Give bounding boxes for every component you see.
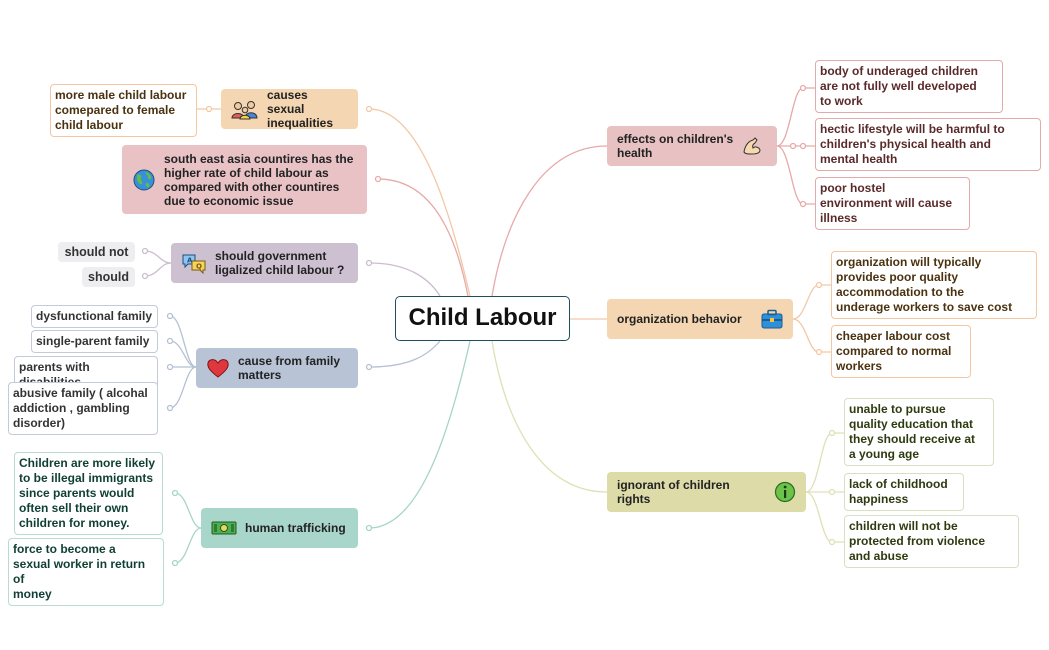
people-icon: [231, 98, 259, 120]
link-central-sea: [377, 178, 469, 297]
leaf-health-2-text: hectic lifestyle will be harmful to chil…: [820, 122, 1005, 166]
branch-trafficking-label: human trafficking: [245, 521, 346, 535]
leaf-family-2[interactable]: single-parent family: [31, 330, 158, 353]
leaf-rights-3-text: children will not be protected from viol…: [849, 519, 986, 563]
link-central-health: [491, 145, 608, 297]
leaf-organization-2[interactable]: cheaper labour cost compared to normal w…: [831, 325, 971, 378]
leaf-health-1-text: body of underaged children are not fully…: [820, 64, 979, 108]
leaf-trafficking-1[interactable]: Children are more likely to be illegal i…: [14, 452, 163, 535]
branch-health[interactable]: effects on children's health: [607, 126, 777, 166]
link-central-sexual: [368, 108, 471, 297]
globe-icon: [132, 168, 156, 192]
link-central-rights: [491, 340, 608, 493]
branch-south-east-asia-label: south east asia countires has the higher…: [164, 151, 354, 208]
leaf-trafficking-2[interactable]: force to become a sexual worker in retur…: [8, 538, 164, 606]
branch-health-label: effects on children's health: [617, 132, 734, 160]
svg-text:Q: Q: [196, 263, 202, 271]
briefcase-icon: [761, 309, 783, 329]
link-central-family: [368, 340, 441, 368]
leaf-rights-1[interactable]: unable to pursue quality education that …: [844, 398, 994, 466]
leaf-government-2[interactable]: should: [82, 267, 135, 287]
leaf-organization-1-text: organization will typically provides poo…: [836, 255, 1013, 314]
leaf-family-1-text: dysfunctional family: [36, 309, 153, 323]
leaf-rights-2-text: lack of childhood happiness: [849, 477, 948, 506]
leaf-trafficking-2-text: force to become a sexual worker in retur…: [13, 542, 146, 601]
leaf-health-3-text: poor hostel environment will cause illne…: [820, 181, 953, 225]
leaf-sexual-1[interactable]: more male child labour comepared to fema…: [50, 84, 197, 137]
leaf-government-1-text: should not: [64, 245, 129, 259]
money-icon: [211, 519, 237, 537]
info-icon: [774, 481, 796, 503]
leaf-health-3[interactable]: poor hostel environment will cause illne…: [815, 177, 970, 230]
branch-sexual-inequalities[interactable]: causes sexual inequalities: [221, 88, 358, 130]
flexed-arm-icon: [741, 135, 763, 157]
link-central-government: [368, 262, 441, 297]
leaf-organization-1[interactable]: organization will typically provides poo…: [831, 251, 1037, 319]
branch-government-label: should government ligalized child labour…: [215, 249, 345, 277]
leaf-family-2-text: single-parent family: [36, 334, 150, 348]
branch-sexual-inequalities-label: causes sexual inequalities: [267, 88, 334, 130]
link-central-trafficking: [368, 340, 471, 529]
branch-trafficking[interactable]: human trafficking: [201, 508, 358, 548]
leaf-rights-2[interactable]: lack of childhood happiness: [844, 473, 964, 511]
branch-organization-label: organization behavior: [617, 312, 742, 326]
leaf-government-1[interactable]: should not: [58, 242, 135, 262]
branch-family-label: cause from family matters: [238, 354, 341, 382]
branch-family[interactable]: cause from family matters: [196, 348, 358, 388]
central-topic[interactable]: Child Labour: [395, 296, 570, 341]
branch-south-east-asia[interactable]: south east asia countires has the higher…: [122, 145, 367, 214]
leaf-trafficking-1-text: Children are more likely to be illegal i…: [19, 456, 156, 530]
leaf-family-1[interactable]: dysfunctional family: [31, 305, 158, 328]
svg-text:A: A: [187, 257, 193, 265]
leaf-family-4-text: abusive family ( alcohal addiction , gam…: [13, 386, 148, 430]
branch-rights-label: ignorant of children rights: [617, 478, 730, 506]
heart-icon: [206, 357, 230, 379]
leaf-family-4[interactable]: abusive family ( alcohal addiction , gam…: [8, 382, 158, 435]
leaf-rights-1-text: unable to pursue quality education that …: [849, 402, 976, 461]
leaf-health-2[interactable]: hectic lifestyle will be harmful to chil…: [815, 118, 1041, 171]
leaf-organization-2-text: cheaper labour cost compared to normal w…: [836, 329, 952, 373]
branch-rights[interactable]: ignorant of children rights: [607, 472, 806, 512]
leaf-government-2-text: should: [88, 270, 129, 284]
leaf-rights-3[interactable]: children will not be protected from viol…: [844, 515, 1019, 568]
leaf-sexual-1-text: more male child labour comepared to fema…: [55, 88, 187, 132]
leaf-health-1[interactable]: body of underaged children are not fully…: [815, 60, 1003, 113]
branch-organization[interactable]: organization behavior: [607, 299, 793, 339]
